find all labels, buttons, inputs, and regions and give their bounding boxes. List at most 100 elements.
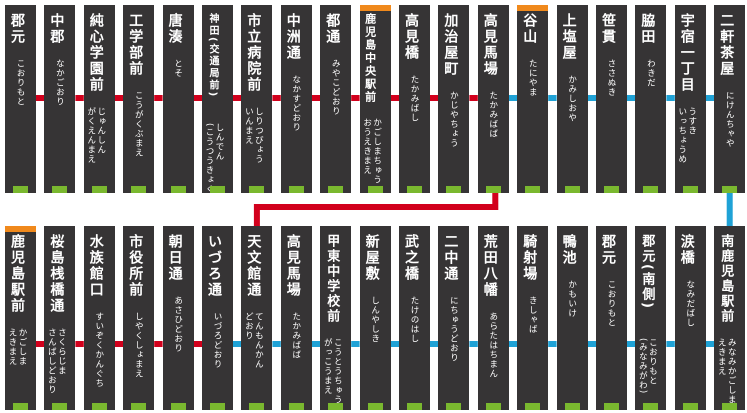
station-panel: 二軒茶屋にけんちゃや xyxy=(714,5,746,193)
station-panel: 新屋敷しんやしき xyxy=(359,226,391,410)
station-reading: たかみばば xyxy=(291,312,301,360)
reading-line: にけんちゃや xyxy=(724,91,735,148)
platform-marker xyxy=(328,186,344,193)
station-panel: 涙橋なみだばし xyxy=(674,226,706,410)
station-reading: たかみばし xyxy=(409,75,419,123)
station-panel: 南鹿児島駅前みなみかごしまえきまえ xyxy=(714,226,746,410)
reading-line: かみしおや xyxy=(566,75,577,123)
platform-marker xyxy=(446,403,462,410)
platform-marker xyxy=(682,403,698,410)
station-reading: しんやしき xyxy=(370,296,380,344)
station-name: 鴨池 xyxy=(560,234,577,266)
station-reading: ささぬき xyxy=(606,59,616,97)
station-name: 純心学園前 xyxy=(87,13,104,93)
station-panel: 市立病院前しりつびょういんまえ xyxy=(241,5,273,193)
platform-marker xyxy=(525,186,541,193)
station-reading: にけんちゃや xyxy=(724,91,734,148)
station-reading: あさひどおり xyxy=(173,296,183,353)
platform-marker xyxy=(525,403,541,410)
station-name: 谷山 xyxy=(521,13,538,45)
station-panel: 唐湊とそ xyxy=(162,5,194,193)
reading-line: なみだばし xyxy=(684,280,695,328)
station-name: 郡元(南側) xyxy=(639,234,655,310)
platform-marker xyxy=(604,186,619,193)
platform-marker xyxy=(249,403,265,410)
station-name: 上塩屋 xyxy=(560,13,577,61)
reading-line: かじやちょう xyxy=(448,91,459,148)
reading-line: じゅんしん xyxy=(95,107,106,155)
station-name: 加治屋町 xyxy=(442,13,459,77)
station-reading: みなみかごしまえきまえ xyxy=(716,338,736,405)
station-name: 郡元 xyxy=(600,234,616,266)
station-name: 高見馬場 xyxy=(481,13,498,77)
station-reading: かみしおや xyxy=(567,75,577,123)
platform-marker xyxy=(367,403,383,410)
platform-marker xyxy=(643,186,659,193)
station-panel: 工学部前こうがくぶまえ xyxy=(123,5,155,193)
station-reading: なみだばし xyxy=(685,280,695,328)
reading-line: かごしまちゅう xyxy=(371,118,382,185)
terminal-marker xyxy=(5,226,36,232)
station-panel: 中洲通なかすどおり xyxy=(280,5,312,193)
reading-line: あらたはちまん xyxy=(487,312,498,379)
station-reading: こうとうちゅうがっこうまえ xyxy=(322,338,343,405)
station-reading: うすきいっちょうめ xyxy=(677,107,697,164)
station-reading: たにやま xyxy=(527,59,537,97)
station-name: 鹿児島中央駅前 xyxy=(363,13,377,104)
reading-line: たかみばば xyxy=(487,91,498,139)
platform-marker xyxy=(485,186,501,193)
reading-line: がっこうまえ xyxy=(322,338,333,395)
platform-marker xyxy=(288,186,304,193)
platform-marker xyxy=(249,186,265,193)
station-name: 鹿児島駅前 xyxy=(9,234,25,314)
station-reading: みやこどおり xyxy=(330,59,340,116)
station-name: 騎射場 xyxy=(521,234,538,282)
platform-marker xyxy=(367,186,383,193)
reading-line: いづろどおり xyxy=(212,312,222,369)
station-name: 南鹿児島駅前 xyxy=(718,234,734,324)
reading-line: おうえきまえ xyxy=(361,118,372,175)
reading-line: こうとうちゅう xyxy=(332,338,343,405)
station-name: 水族館口 xyxy=(87,234,104,298)
station-name: 唐湊 xyxy=(166,13,183,45)
reading-line: (みなみがわ) xyxy=(637,338,648,395)
reading-line: かごしま xyxy=(17,328,27,366)
station-reading: すいぞくかんぐち xyxy=(94,312,104,388)
station-reading: なかすどおり xyxy=(291,75,301,132)
platform-marker xyxy=(52,403,68,410)
station-name: 笹貫 xyxy=(600,13,616,45)
station-name: 郡元 xyxy=(9,13,25,45)
platform-marker xyxy=(604,403,619,410)
station-reading: しりつびょういんまえ xyxy=(243,107,263,164)
reading-line: こおりもと xyxy=(606,280,616,328)
station-panel: 騎射場きしゃば xyxy=(517,226,549,410)
station-reading: かじやちょう xyxy=(448,91,458,148)
station-panel: 高見橋たかみばし xyxy=(399,5,430,193)
platform-marker xyxy=(722,403,738,410)
platform-marker xyxy=(643,403,659,410)
station-panel: 郡元こおりもと xyxy=(596,226,627,410)
station-reading: てんもんかんどおり xyxy=(243,312,263,369)
station-panel: 朝日通あさひどおり xyxy=(162,226,194,410)
station-reading: こうがくぶまえ xyxy=(133,91,143,158)
station-name: 二軒茶屋 xyxy=(718,13,735,77)
platform-marker xyxy=(564,403,580,410)
platform-marker xyxy=(13,403,28,410)
reading-line: とそ xyxy=(172,59,183,78)
station-name: 中洲通 xyxy=(284,13,301,61)
reading-line: こおりもと xyxy=(647,338,658,386)
platform-marker xyxy=(210,186,225,193)
station-name: 市立病院前 xyxy=(245,13,262,93)
platform-marker xyxy=(682,186,698,193)
reading-line: しんでん xyxy=(214,123,224,161)
station-reading: しやくしょまえ xyxy=(133,312,143,379)
station-reading: じゅんしんがくえんまえ xyxy=(86,107,106,164)
reading-line: てんもんかん xyxy=(253,312,264,369)
reading-line: あさひどおり xyxy=(172,296,183,353)
station-panel: 鹿児島駅前かごしまえきまえ xyxy=(5,226,36,410)
station-panel: 桜島桟橋通さくらじまさんばしどおり xyxy=(44,226,76,410)
station-name: 工学部前 xyxy=(127,13,144,77)
reading-line: たけのはし xyxy=(409,296,419,344)
reading-line: しんやしき xyxy=(369,296,380,344)
